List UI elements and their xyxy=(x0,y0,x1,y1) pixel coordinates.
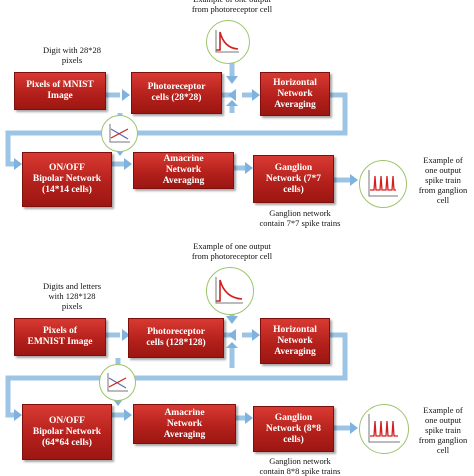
photoreceptor-cells-box: Photoreceptor cells (28*28) xyxy=(131,72,222,114)
bipolar-network-box: ON/OFF Bipolar Network (14*14 cells) xyxy=(22,152,112,207)
bipolar-transfer-curve-icon xyxy=(99,364,136,401)
spike-train-icon xyxy=(359,404,409,454)
horizontal-network-box: Horizontal Network Averaging xyxy=(260,72,330,116)
ganglion-network-note: Ganglion network contain 7*7 spike train… xyxy=(259,208,341,228)
photoreceptor-cells-box: Photoreceptor cells (128*128) xyxy=(128,318,224,358)
mnist-pixels-box: Pixels of MNIST Image xyxy=(14,72,106,110)
horizontal-network-box: Horizontal Network Averaging xyxy=(260,318,330,364)
ganglion-network-box: Ganglion Network (7*7 cells) xyxy=(253,155,334,203)
photoreceptor-output-note: Example of one output from photoreceptor… xyxy=(191,241,273,261)
photoreceptor-output-signal-icon xyxy=(206,267,254,315)
connector-arrows xyxy=(5,58,358,186)
emnist-pixels-box: Pixels of EMNIST Image xyxy=(14,318,106,356)
photoreceptor-output-signal-icon xyxy=(206,20,250,64)
bipolar-transfer-curve-icon xyxy=(101,115,138,152)
amacrine-network-box: Amacrine Network Averaging xyxy=(133,152,234,189)
input-note: Digits and letters with 128*128 pixels xyxy=(42,281,102,311)
photoreceptor-output-note: Example of one output from photoreceptor… xyxy=(191,0,273,14)
bipolar-network-box: ON/OFF Bipolar Network (64*64 cells) xyxy=(22,404,112,460)
spike-train-note: Example of one output spike train from g… xyxy=(418,155,468,205)
spike-train-note: Example of one output spike train from g… xyxy=(418,405,468,455)
amacrine-network-box: Amacrine Network Averaging xyxy=(133,404,236,444)
input-note: Digit with 28*28 pixels xyxy=(42,45,102,65)
spike-train-icon xyxy=(359,160,407,208)
ganglion-network-box: Ganglion Network (8*8 cells) xyxy=(253,406,334,452)
ganglion-network-note: Ganglion network contain 8*8 spike train… xyxy=(259,456,341,476)
